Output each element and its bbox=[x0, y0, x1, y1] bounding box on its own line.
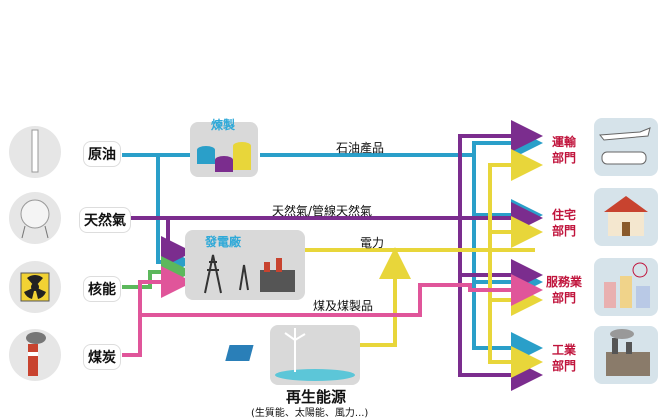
city-icon bbox=[594, 258, 658, 316]
flow-label-electricity: 電力 bbox=[360, 236, 385, 250]
source-label-coal: 煤炭 bbox=[84, 345, 120, 369]
flow-label-coal: 煤及煤製品 bbox=[313, 299, 374, 313]
gas-flow bbox=[122, 120, 543, 391]
train-plane-icon bbox=[594, 118, 658, 176]
source-label-nuclear: 核能 bbox=[84, 277, 120, 301]
electricity-flow bbox=[305, 149, 543, 378]
flow-label-oil-products: 石油產品 bbox=[336, 141, 385, 155]
renewable-title: 再生能源 bbox=[286, 388, 347, 406]
radiation-icon bbox=[9, 261, 61, 313]
factory-icon bbox=[594, 326, 658, 384]
refinery-title: 煉製 bbox=[211, 118, 236, 132]
oil-barrel-icon bbox=[9, 126, 61, 178]
sector-label-residential: 住宅 部門 bbox=[540, 207, 588, 239]
nuclear-flow bbox=[122, 256, 193, 289]
source-label-gas: 天然氣 bbox=[80, 208, 130, 232]
renewable-box bbox=[225, 325, 360, 385]
coal-chimney-icon bbox=[9, 329, 61, 381]
sector-label-transport-line2: 部門 bbox=[551, 151, 576, 165]
sector-label-transport-line1: 運輸 bbox=[551, 135, 576, 149]
house-icon bbox=[594, 188, 658, 246]
sector-label-residential-line1: 住宅 bbox=[551, 208, 576, 222]
refinery-box bbox=[190, 122, 258, 177]
sector-label-industry: 工業 部門 bbox=[540, 342, 588, 374]
coal-flow bbox=[122, 266, 543, 357]
source-label-oil: 原油 bbox=[84, 142, 120, 166]
power-plant-box bbox=[185, 230, 305, 300]
sector-label-industry-line1: 工業 bbox=[551, 343, 576, 357]
sector-label-industry-line2: 部門 bbox=[551, 359, 576, 373]
sector-label-residential-line2: 部門 bbox=[551, 224, 576, 238]
sector-label-service-line2: 部門 bbox=[551, 291, 576, 305]
renewable-subtitle: (生質能、太陽能、風力...) bbox=[251, 408, 369, 419]
sector-label-service-line1: 服務業 bbox=[545, 275, 582, 289]
gas-tank-icon bbox=[9, 192, 61, 244]
flow-label-gas: 天然氣/管線天然氣 bbox=[272, 204, 373, 218]
power-plant-title: 發電廠 bbox=[205, 235, 242, 249]
sector-label-service: 服務業 部門 bbox=[540, 274, 588, 306]
sector-label-transport: 運輸 部門 bbox=[540, 134, 588, 166]
oil-flow bbox=[122, 127, 543, 364]
